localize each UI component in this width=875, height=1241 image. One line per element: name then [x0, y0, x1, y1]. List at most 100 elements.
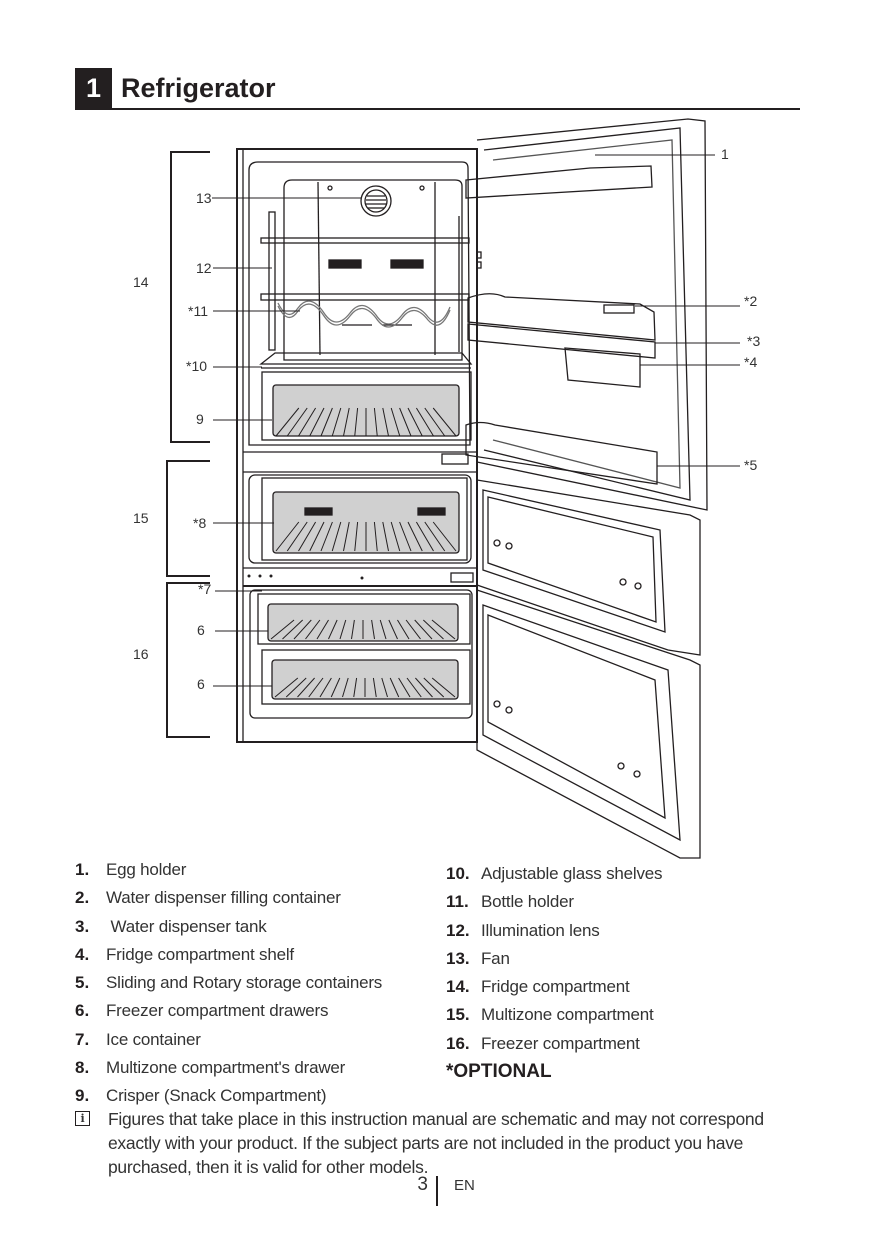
- refrigerator-diagram: 13 12 *11 *10 9 14 15 16 *8 *7 6 6 1 *2 …: [133, 118, 760, 859]
- disclaimer-note: i Figures that take place in this instru…: [75, 1107, 815, 1179]
- legend-label: Fridge compartment shelf: [106, 944, 294, 964]
- callout-2: *2: [744, 293, 757, 309]
- legend-label: Crisper (Snack Compartment): [106, 1086, 327, 1106]
- section-header: 1 Refrigerator: [75, 68, 800, 110]
- legend-label: Multizone compartment: [481, 1005, 654, 1025]
- hinge-upper: [441, 453, 469, 465]
- legend-number: 6.: [75, 1001, 90, 1021]
- callout-6b: 6: [197, 676, 205, 692]
- multizone-door: [476, 479, 701, 656]
- drawer-ribs: [275, 521, 457, 552]
- legend-number: 15.: [446, 1005, 470, 1025]
- legend-left: 1. Egg holder 2. Water dispenser filling c…: [75, 856, 382, 1111]
- divider-screws: [247, 574, 364, 580]
- legend-label: Sliding and Rotary storage containers: [106, 973, 383, 993]
- legend-label: Multizone compartment's drawer: [106, 1058, 346, 1078]
- legend-item-16: 16. Freezer compartment: [446, 1030, 662, 1058]
- legend-right: 10. Adjustable glass shelves 11. Bottle ho…: [446, 860, 663, 1086]
- callout-9: 9: [196, 411, 204, 427]
- legend-number: 1.: [75, 860, 90, 879]
- optional-note: *OPTIONAL: [446, 1061, 552, 1083]
- legend-item-8: 8. Multizone compartment's drawer: [75, 1054, 382, 1082]
- illumination-lens: [268, 211, 276, 351]
- fridge-door: [465, 118, 708, 511]
- legend-label: Freezer compartment: [481, 1033, 640, 1053]
- legend-number: 8.: [75, 1058, 90, 1078]
- callout-3: *3: [747, 333, 760, 349]
- legend-item-10: 10. Adjustable glass shelves: [446, 860, 663, 888]
- callout-14: 14: [133, 274, 149, 290]
- callout-16: 16: [133, 646, 149, 662]
- vents: [328, 259, 424, 326]
- cabinet-body: [236, 148, 478, 743]
- legend-number: 14.: [446, 977, 470, 997]
- callout-4: *4: [744, 354, 757, 370]
- glass-shelf-upper: [260, 237, 470, 244]
- legend-item-9: 9. Crisper (Snack Compartment): [75, 1082, 382, 1110]
- callout-8: *8: [193, 515, 206, 531]
- legend-label: Bottle holder: [481, 892, 574, 912]
- legend-label: Egg holder: [106, 860, 187, 879]
- leader-lines: [212, 154, 740, 687]
- water-dispenser-shelf: [467, 293, 656, 341]
- legend-number: 2.: [75, 888, 90, 908]
- legend-number: 5.: [75, 973, 90, 993]
- fan-icon: [327, 185, 425, 217]
- bracket-15: [166, 460, 210, 577]
- freezer-drawer-lower: [261, 649, 471, 705]
- legend-number: 10.: [446, 864, 470, 883]
- legend-number: 4.: [75, 944, 90, 964]
- page-number: 3: [417, 1174, 428, 1195]
- callout-1: 1: [721, 146, 729, 162]
- legend-label: Water dispenser tank: [106, 916, 267, 936]
- legend-item-13: 13. Fan: [446, 945, 662, 973]
- callout-11: *11: [188, 303, 208, 319]
- legend-item-4: 4. Fridge compartment shelf: [75, 941, 382, 969]
- glass-shelf-middle: [260, 293, 470, 301]
- bracket-14: [170, 151, 210, 443]
- door-storage-container: [465, 421, 658, 485]
- drawer-ribs: [274, 677, 456, 698]
- page-footer: 3 EN: [0, 1174, 875, 1206]
- bottle-holder: [277, 300, 451, 325]
- legend-number: 13.: [446, 948, 470, 968]
- legend-number: 9.: [75, 1086, 90, 1106]
- legend-label: Water dispenser filling container: [106, 888, 341, 908]
- legend-item-7: 7.Ice container: [75, 1026, 382, 1054]
- legend-label: Adjustable glass shelves: [481, 864, 663, 883]
- note-text: Figures that take place in this instruct…: [108, 1109, 764, 1177]
- language-code: EN: [454, 1177, 475, 1194]
- drawer-ribs: [270, 619, 456, 640]
- legend-item-14: 14. Fridge compartment: [446, 973, 662, 1001]
- legend-item-15: 15. Multizone compartment: [446, 1001, 662, 1029]
- drawer-ribs: [275, 407, 457, 437]
- egg-holder: [465, 165, 653, 199]
- legend-number: 7.: [75, 1029, 90, 1049]
- legend-number: 3.: [75, 916, 90, 936]
- multizone-drawer: [248, 474, 472, 564]
- callout-13: 13: [196, 190, 212, 206]
- freezer-drawer-upper: [257, 593, 471, 645]
- legend-number: 11.: [446, 892, 469, 912]
- legend-number: 16.: [446, 1033, 470, 1053]
- callout-7: *7: [198, 581, 211, 597]
- legend-label: Fridge compartment: [481, 977, 630, 997]
- legend-item-1: 1. Egg holder: [75, 856, 382, 884]
- water-filling-container: [603, 304, 635, 314]
- callout-6a: 6: [197, 622, 205, 638]
- callout-10: *10: [186, 358, 207, 374]
- callout-12: 12: [196, 260, 212, 276]
- glass-shelf-lower: [259, 352, 473, 365]
- bracket-16: [166, 582, 210, 738]
- callout-5: *5: [744, 457, 757, 473]
- legend-item-6: 6.Freezer compartment drawers: [75, 997, 382, 1025]
- legend-label: Fan: [481, 948, 510, 968]
- legend-item-3: 3. Water dispenser tank: [75, 913, 382, 941]
- hinge-middle: [450, 572, 474, 583]
- legend-item-2: 2. Water dispenser filling container: [75, 884, 382, 912]
- section-title: Refrigerator: [121, 73, 276, 103]
- legend-item-11: 11. Bottle holder: [446, 888, 662, 916]
- info-icon: i: [75, 1111, 90, 1126]
- section-number: 1: [75, 68, 112, 108]
- legend-item-5: 5. Sliding and Rotary storage containers: [75, 969, 382, 997]
